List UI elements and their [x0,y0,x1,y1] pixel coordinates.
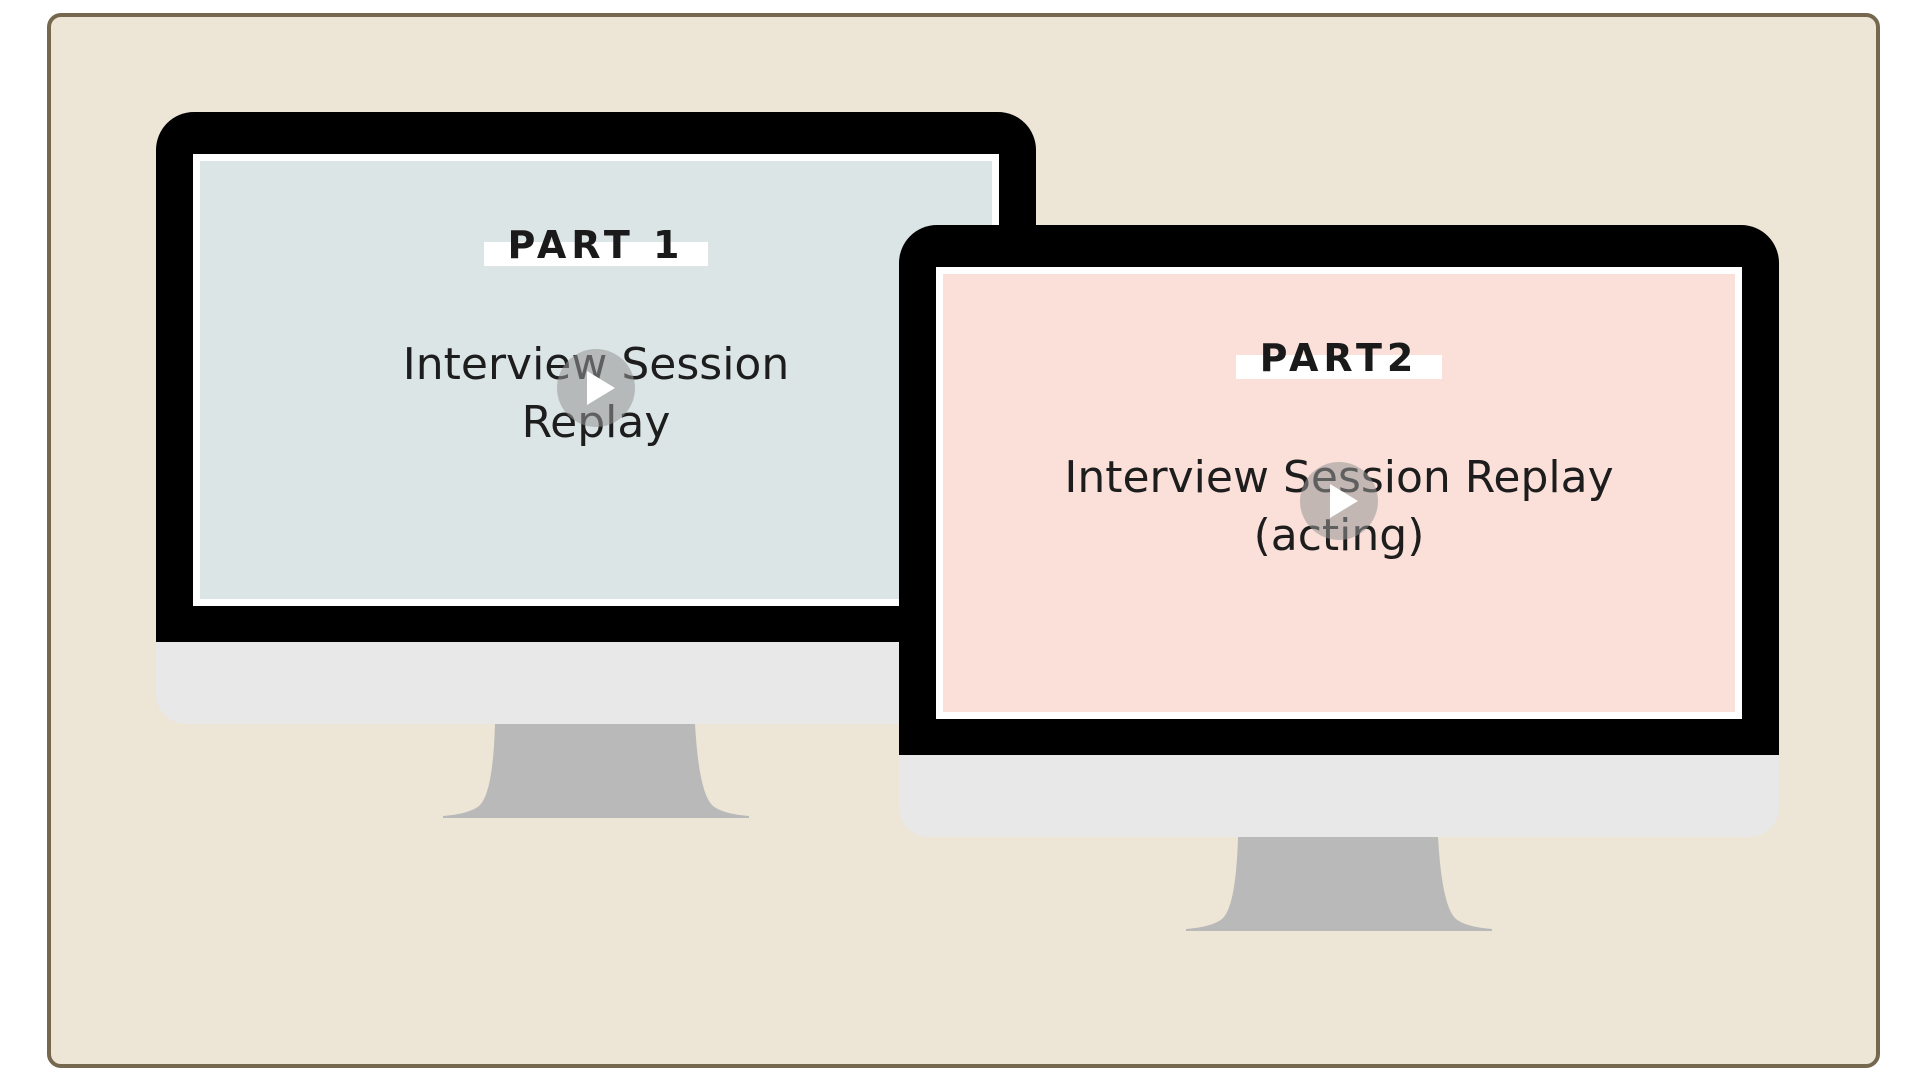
monitor-chin [156,642,1036,724]
monitor-stand [443,724,749,818]
monitor-chin [899,755,1779,837]
part-label-text: PART2 [1259,336,1419,380]
monitor-stand [1186,837,1492,931]
video-thumbnail-part-2[interactable]: PART2 Interview Session Replay (acting) [936,267,1742,719]
play-button[interactable] [557,349,635,427]
part-label: PART 1 [200,223,992,267]
video-thumbnail-part-1[interactable]: PART 1 Interview Session Replay [193,154,999,606]
part-label: PART2 [943,336,1735,380]
play-button[interactable] [1300,462,1378,540]
label-highlight [483,242,709,266]
label-highlight [1235,355,1443,379]
play-icon [587,371,615,405]
content-frame: PART 1 Interview Session Replay PART2 [47,13,1880,1068]
part-label-text: PART 1 [507,223,685,267]
play-icon [1330,484,1358,518]
